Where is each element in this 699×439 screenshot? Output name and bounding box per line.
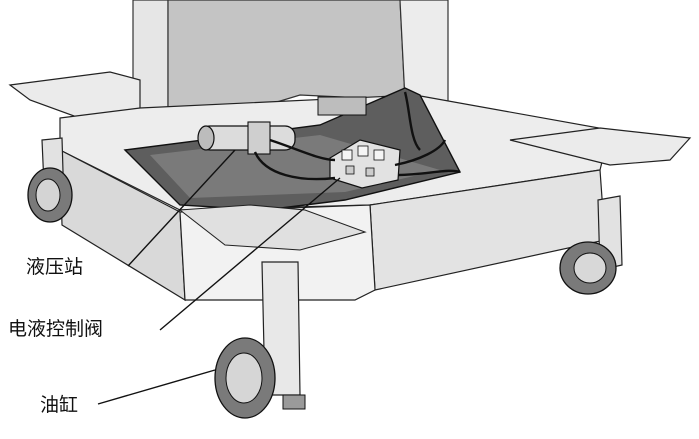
label-cylinder: 油缸 (40, 394, 79, 416)
right-wing-plate (509, 127, 692, 166)
label-hydraulic-station: 液压站 (26, 256, 84, 278)
control-valve-block (329, 139, 401, 189)
leader-cylinder (97, 369, 216, 405)
label-control-valve: 电液控制阀 (8, 318, 104, 340)
wheel-back-left (27, 167, 73, 223)
wheel-front-left (214, 337, 306, 419)
hydraulic-station-unit (197, 96, 367, 155)
front-step-top (178, 204, 367, 251)
hydraulic-hoses (253, 91, 461, 181)
leader-hydraulic-station (127, 149, 236, 267)
leader-lines (97, 149, 341, 405)
leader-control-valve (159, 177, 341, 331)
wheel-front-right (559, 241, 617, 295)
